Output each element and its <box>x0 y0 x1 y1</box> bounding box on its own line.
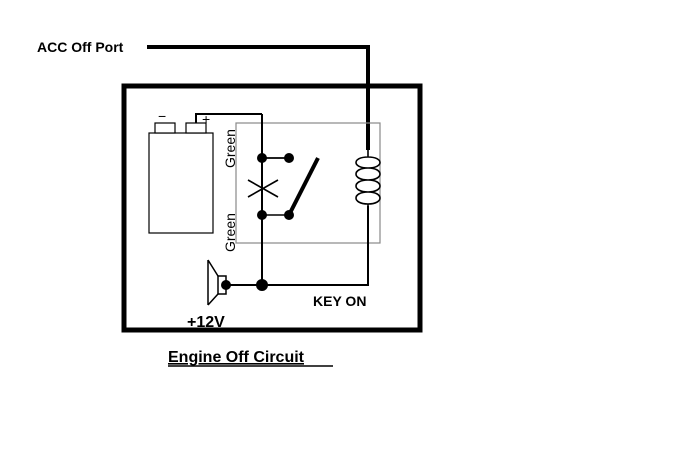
supply-terminal-cone <box>207 259 219 306</box>
battery-body <box>148 132 214 234</box>
key-on-label: KEY ON <box>313 293 366 309</box>
junction-dot-supply <box>221 280 231 290</box>
battery-negative-label: − <box>158 108 166 124</box>
junction-dot-bottom-right <box>284 210 294 220</box>
supply-voltage-label: +12V <box>187 314 225 331</box>
battery-negative-terminal <box>154 122 176 134</box>
wire-color-label-top: Green <box>222 129 238 168</box>
enclosure-box <box>121 83 423 333</box>
diagram-title: Engine Off Circuit <box>168 349 305 366</box>
supply-wire <box>226 206 369 286</box>
junction-dot-bottom-left <box>257 210 267 220</box>
junction-dot-rail <box>256 279 268 291</box>
crossing-wires <box>247 157 289 216</box>
relay-coil <box>355 150 381 206</box>
battery-positive-label: + <box>202 111 210 127</box>
wire-color-label-bottom: Green <box>222 213 238 252</box>
junction-dot-top-left <box>257 153 267 163</box>
switch-arm <box>287 157 320 216</box>
battery-positive-wire <box>195 113 262 123</box>
junction-dot-top-right <box>284 153 294 163</box>
battery-symbol <box>148 122 214 234</box>
acc-off-port-wire <box>147 45 370 150</box>
relay-outline <box>235 122 381 244</box>
acc-off-port-label: ACC Off Port <box>37 39 124 55</box>
